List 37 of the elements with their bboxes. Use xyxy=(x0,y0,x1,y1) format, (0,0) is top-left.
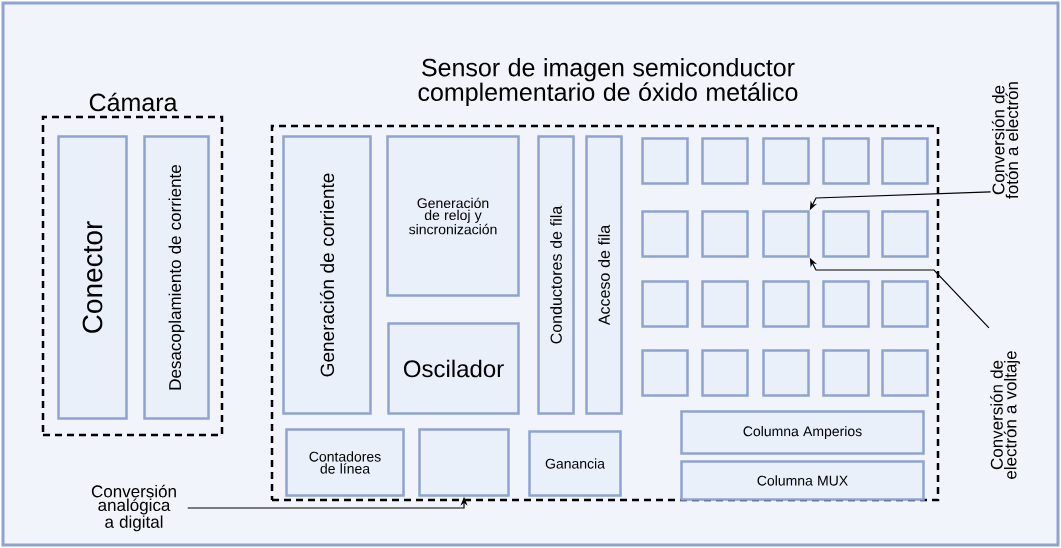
pixel-box xyxy=(822,280,870,328)
pixel-box xyxy=(701,280,749,328)
pixel-box xyxy=(701,349,749,397)
callout-text: Conversión analógica a digital xyxy=(91,484,176,532)
block-box: Columna MUX xyxy=(680,460,925,501)
pixel-box xyxy=(881,349,929,397)
pixel-box xyxy=(822,137,870,185)
pixel-box xyxy=(641,280,689,328)
block-box: Oscilador xyxy=(387,322,520,415)
pixel-box xyxy=(762,137,810,185)
block-box: Columna Amperios xyxy=(680,410,925,455)
converter-box xyxy=(418,428,510,497)
block-box: Contadores de línea xyxy=(285,428,405,497)
callout-text: Conversión de electrón a voltaje xyxy=(990,351,1020,479)
block-box: Desacoplamiento de corriente xyxy=(143,135,210,420)
pixel-box xyxy=(641,137,689,185)
node-label: Cámara xyxy=(89,92,178,112)
pixel-box xyxy=(881,280,929,328)
block-box: Acceso de fila xyxy=(585,135,623,415)
pixel-box xyxy=(762,349,810,397)
block-box: Generación de reloj y sincronización xyxy=(386,135,520,297)
pixel-box xyxy=(822,210,870,258)
pixel-box xyxy=(701,210,749,258)
callout-text: Conversión de fotón a electrón xyxy=(991,82,1019,199)
pixel-box xyxy=(881,210,929,258)
pixel-box xyxy=(822,349,870,397)
pixel-box xyxy=(641,349,689,397)
pixel-box xyxy=(701,137,749,185)
block-box: Ganancia xyxy=(528,430,622,497)
block-box: Conductores de fila xyxy=(537,135,575,415)
block-box: Generación de corriente xyxy=(282,135,372,415)
pixel-box xyxy=(881,137,929,185)
pixel-box xyxy=(762,210,810,258)
pixel-box xyxy=(641,210,689,258)
block-box: Conector xyxy=(57,135,128,420)
node-label: Sensor de imagen semiconductor complementario de óxido metálico xyxy=(418,58,798,106)
pixel-box xyxy=(762,280,810,328)
